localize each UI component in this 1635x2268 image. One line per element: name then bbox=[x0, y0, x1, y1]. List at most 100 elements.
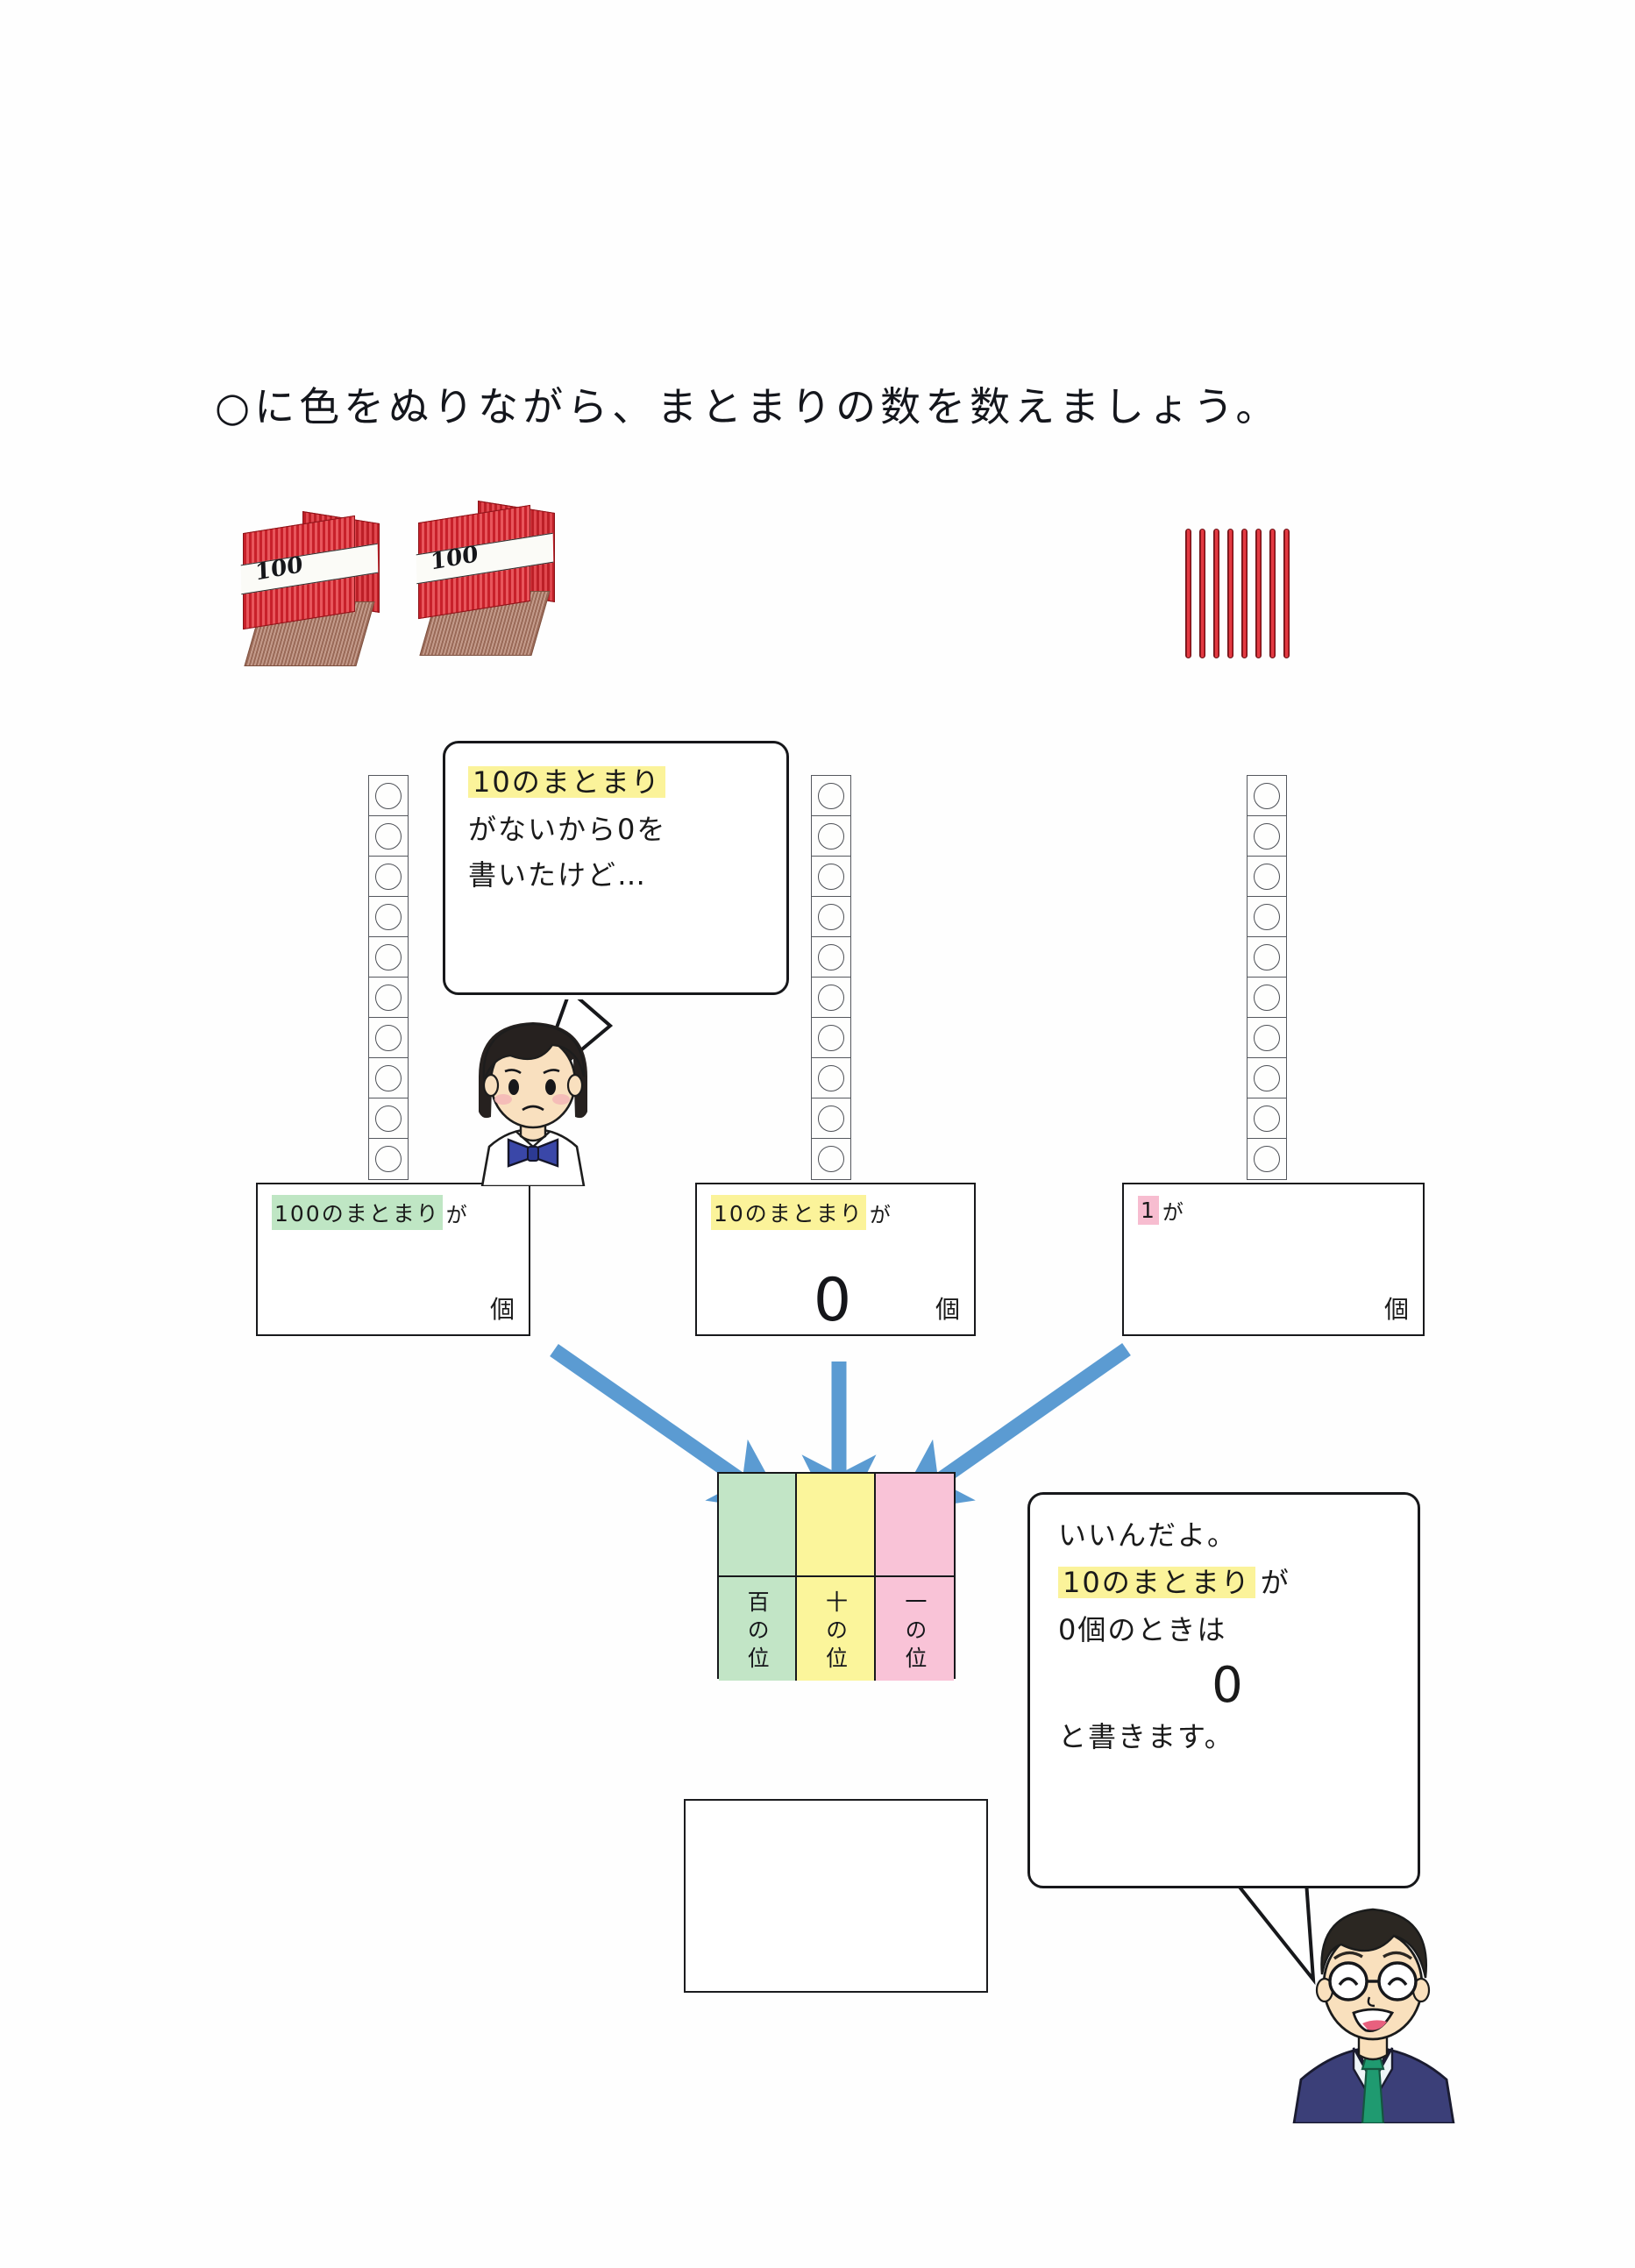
student-bubble-line-3: 書いたけど… bbox=[468, 858, 648, 892]
circle-ring-icon[interactable] bbox=[818, 943, 844, 970]
single-stick bbox=[1241, 529, 1248, 658]
single-sticks-group bbox=[1185, 529, 1290, 658]
place-cell-tens-entry[interactable] bbox=[797, 1474, 876, 1577]
circle-ring-icon[interactable] bbox=[1254, 1146, 1280, 1172]
teacher-bubble-big-number: 0 bbox=[1212, 1657, 1243, 1714]
circle-cell[interactable] bbox=[369, 1139, 408, 1179]
girl-eye-right bbox=[545, 1079, 556, 1095]
circle-ring-icon[interactable] bbox=[818, 1024, 844, 1051]
circle-cell[interactable] bbox=[369, 776, 408, 816]
student-bubble-highlight: 10のまとまり bbox=[468, 766, 665, 798]
count-box-label: 1 が bbox=[1138, 1195, 1185, 1226]
circle-cell[interactable] bbox=[1248, 816, 1286, 857]
circle-ring-icon[interactable] bbox=[818, 1105, 844, 1132]
circle-cell[interactable] bbox=[369, 857, 408, 897]
circle-cell[interactable] bbox=[812, 816, 850, 857]
circle-ring-icon[interactable] bbox=[375, 863, 402, 890]
count-box-unit: 個 bbox=[1383, 1295, 1409, 1324]
circle-ring-icon[interactable] bbox=[818, 822, 844, 850]
circle-ring-icon[interactable] bbox=[1254, 984, 1280, 1011]
circle-ring-icon[interactable] bbox=[375, 903, 402, 930]
count-box-particle: が bbox=[869, 1202, 892, 1227]
circle-column-tens[interactable] bbox=[811, 775, 851, 1180]
count-box-particle: が bbox=[1162, 1200, 1185, 1225]
circle-cell[interactable] bbox=[369, 1098, 408, 1139]
girl-cheek-left bbox=[494, 1094, 512, 1105]
place-label-ones: 一の位 bbox=[875, 1577, 954, 1681]
circle-cell[interactable] bbox=[812, 1139, 850, 1179]
circle-ring-icon[interactable] bbox=[375, 782, 402, 809]
circle-ring-icon[interactable] bbox=[375, 984, 402, 1011]
circle-cell[interactable] bbox=[369, 897, 408, 937]
circle-column-ones[interactable] bbox=[1247, 775, 1287, 1180]
circle-cell[interactable] bbox=[1248, 776, 1286, 816]
circle-cell[interactable] bbox=[812, 1098, 850, 1139]
circle-cell[interactable] bbox=[812, 857, 850, 897]
teacher-glasses-right bbox=[1377, 1961, 1418, 2001]
count-box-ones[interactable]: 1 が 個 bbox=[1122, 1183, 1425, 1336]
circle-ring-icon[interactable] bbox=[818, 863, 844, 890]
place-value-table[interactable]: 百の位 十の位 一の位 bbox=[717, 1472, 956, 1681]
circle-cell[interactable] bbox=[1248, 937, 1286, 978]
circle-cell[interactable] bbox=[369, 937, 408, 978]
single-stick bbox=[1185, 529, 1191, 658]
circle-cell[interactable] bbox=[369, 1058, 408, 1098]
circle-cell[interactable] bbox=[1248, 978, 1286, 1018]
student-speech-bubble: 10のまとまり がないから0を 書いたけど… bbox=[443, 741, 789, 995]
count-box-highlight: 100のまとまり bbox=[272, 1195, 443, 1230]
circle-ring-icon[interactable] bbox=[375, 1064, 402, 1091]
circle-ring-icon[interactable] bbox=[1254, 1024, 1280, 1051]
place-cell-ones-entry[interactable] bbox=[875, 1474, 954, 1577]
circle-ring-icon[interactable] bbox=[1254, 822, 1280, 850]
circle-cell[interactable] bbox=[369, 978, 408, 1018]
circle-cell[interactable] bbox=[812, 978, 850, 1018]
teacher-tie bbox=[1361, 2064, 1385, 2123]
circle-cell[interactable] bbox=[1248, 1018, 1286, 1058]
circle-ring-icon[interactable] bbox=[818, 1146, 844, 1172]
single-stick bbox=[1269, 529, 1276, 658]
teacher-eye-right bbox=[1387, 1977, 1408, 1987]
girl-eye-left bbox=[508, 1079, 519, 1095]
circle-ring-icon[interactable] bbox=[1254, 1105, 1280, 1132]
circle-ring-icon[interactable] bbox=[1254, 1064, 1280, 1091]
circle-cell[interactable] bbox=[1248, 857, 1286, 897]
circle-ring-icon[interactable] bbox=[818, 903, 844, 930]
teacher-bubble-line-4: と書きます。 bbox=[1058, 1720, 1234, 1753]
teacher-eye-left bbox=[1338, 1977, 1359, 1987]
circle-cell[interactable] bbox=[812, 1058, 850, 1098]
girl-mouth bbox=[522, 1105, 544, 1112]
circle-cell[interactable] bbox=[812, 776, 850, 816]
teacher-hair bbox=[1320, 1908, 1428, 1979]
circle-cell[interactable] bbox=[1248, 1098, 1286, 1139]
student-character-girl bbox=[479, 1022, 587, 1186]
count-box-tens[interactable]: 10のまとまり が 0 個 bbox=[695, 1183, 976, 1336]
circle-ring-icon[interactable] bbox=[818, 984, 844, 1011]
circle-cell[interactable] bbox=[369, 1018, 408, 1058]
place-cell-hundreds-entry[interactable] bbox=[719, 1474, 798, 1577]
circle-ring-icon[interactable] bbox=[375, 1105, 402, 1132]
circle-cell[interactable] bbox=[369, 816, 408, 857]
circle-ring-icon[interactable] bbox=[375, 1146, 402, 1172]
circle-cell[interactable] bbox=[1248, 897, 1286, 937]
circle-ring-icon[interactable] bbox=[818, 782, 844, 809]
circle-cell[interactable] bbox=[812, 1018, 850, 1058]
place-label-tens: 十の位 bbox=[797, 1577, 876, 1681]
final-answer-box[interactable] bbox=[684, 1799, 988, 1993]
circle-ring-icon[interactable] bbox=[1254, 863, 1280, 890]
circle-ring-icon[interactable] bbox=[1254, 782, 1280, 809]
circle-cell[interactable] bbox=[812, 897, 850, 937]
circle-ring-icon[interactable] bbox=[375, 943, 402, 970]
circle-cell[interactable] bbox=[812, 937, 850, 978]
circle-ring-icon[interactable] bbox=[1254, 903, 1280, 930]
circle-column-hundreds[interactable] bbox=[368, 775, 409, 1180]
circle-ring-icon[interactable] bbox=[375, 1024, 402, 1051]
count-box-hundreds[interactable]: 100のまとまり が 個 bbox=[256, 1183, 530, 1336]
count-box-answer[interactable]: 0 bbox=[813, 1266, 852, 1335]
teacher-bubble-line-1: いいんだよ。 bbox=[1058, 1518, 1238, 1552]
circle-ring-icon[interactable] bbox=[818, 1064, 844, 1091]
circle-ring-icon[interactable] bbox=[375, 822, 402, 850]
circle-ring-icon[interactable] bbox=[1254, 943, 1280, 970]
circle-cell[interactable] bbox=[1248, 1139, 1286, 1179]
circle-cell[interactable] bbox=[1248, 1058, 1286, 1098]
count-box-highlight: 10のまとまり bbox=[711, 1195, 866, 1230]
